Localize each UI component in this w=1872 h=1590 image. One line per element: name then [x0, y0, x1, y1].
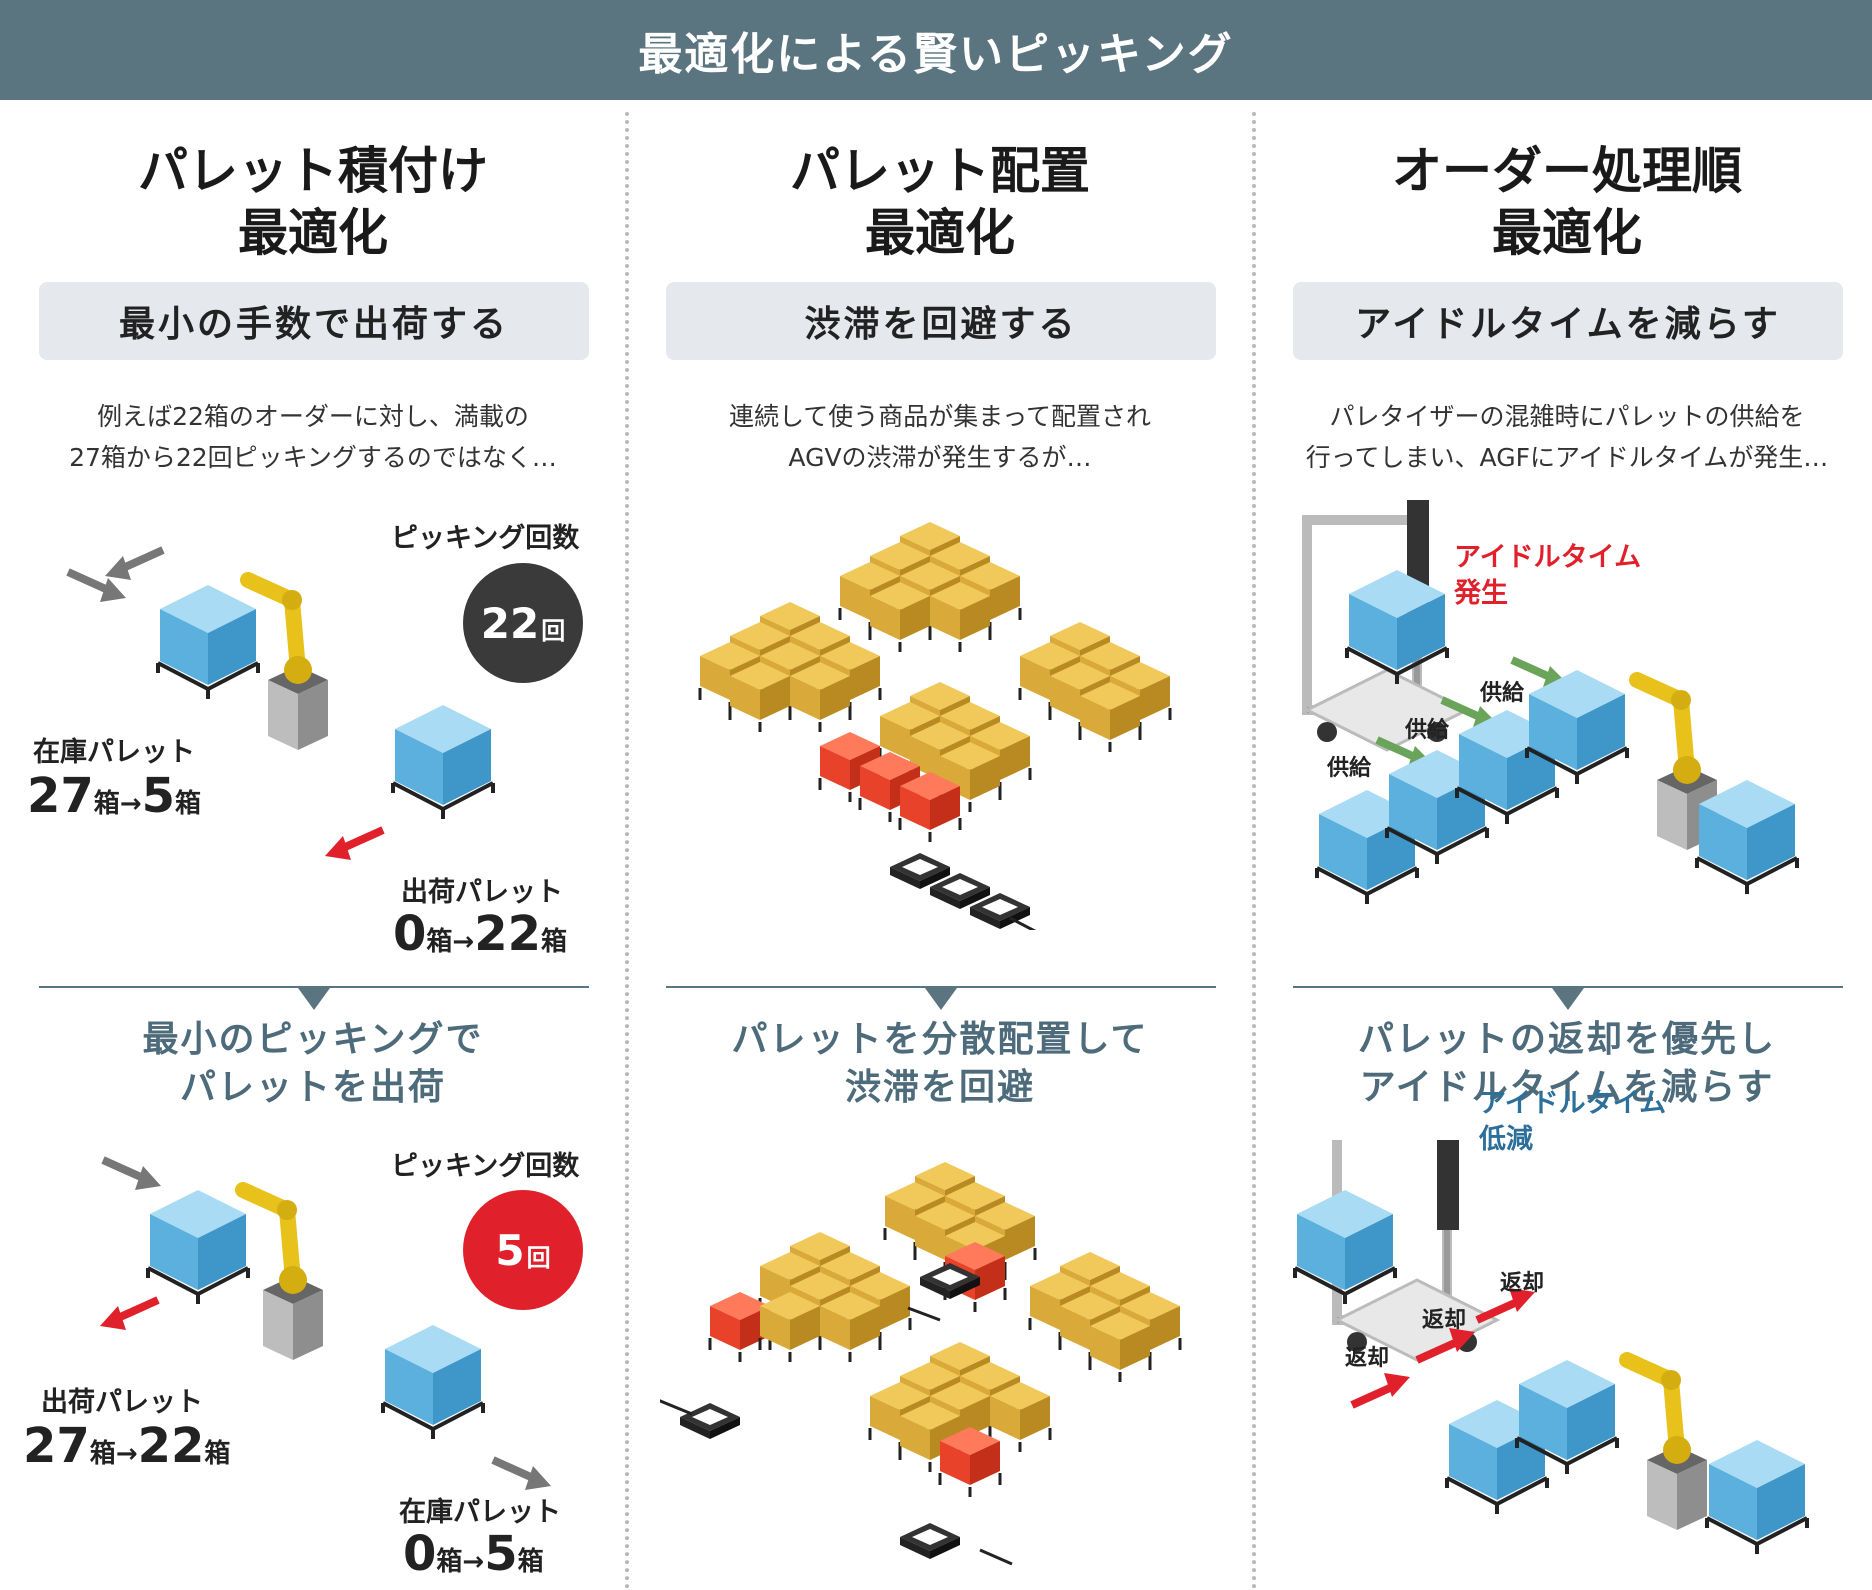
page-title: 最適化による賢いピッキング [638, 29, 1234, 80]
return-label: 返却 [1422, 1308, 1467, 1333]
return-label: 返却 [1500, 1271, 1545, 1296]
result-line2: パレットを出荷 [179, 1067, 446, 1108]
section-separator [1293, 986, 1843, 988]
goal-box: 最小の手数で出荷する [39, 282, 589, 360]
stock-to: 5 [141, 768, 176, 824]
section-separator [666, 986, 1216, 988]
section-separator [39, 986, 589, 988]
page-header: 最適化による賢いピッキング [0, 0, 1872, 100]
description: 連続して使う商品が集まって配置され AGVの渋滞が発生するが… [660, 396, 1220, 478]
down-triangle-icon [925, 988, 957, 1010]
stock-from: 27 [27, 768, 94, 824]
column-title: パレット積付け 最適化 [33, 140, 593, 264]
description-line1: 連続して使う商品が集まって配置され [728, 402, 1151, 431]
ship-from: 0 [393, 906, 427, 962]
stock-to: 5 [484, 1526, 518, 1582]
picking-count-value: 5 [495, 1225, 525, 1275]
stock-pallet-label: 在庫パレット [399, 1497, 561, 1528]
idle-line1: アイドルタイム [1479, 1088, 1667, 1119]
ship-pallet-count: 0箱→22箱 [393, 906, 567, 962]
result-text: パレットの返却を優先し アイドルタイムを減らす [1287, 1016, 1847, 1112]
idle-line2: 発生 [1454, 578, 1508, 609]
column-title-line1: オーダー処理順 [1392, 142, 1742, 200]
description: パレタイザーの混雑時にパレットの供給を 行ってしまい、AGFにアイドルタイムが発… [1287, 396, 1847, 478]
column-divider [1252, 112, 1256, 1590]
column-pallet-placement: パレット配置 最適化 渋滞を回避する 連続して使う商品が集まって配置され AGV… [660, 100, 1220, 1590]
box-unit: 箱 [517, 1547, 544, 1577]
idle-time-reduced-label: アイドルタイム 低減 [1479, 1086, 1666, 1158]
ship-to: 22 [137, 1418, 205, 1474]
picking-count-label: ピッキング回数 [391, 523, 580, 554]
result-line2: 渋滞を回避 [844, 1067, 1035, 1108]
box-unit: 箱 [436, 1547, 463, 1577]
description-line1: パレタイザーの混雑時にパレットの供給を [1329, 402, 1805, 431]
goal-box: アイドルタイムを減らす [1293, 282, 1843, 360]
idle-line2: 低減 [1479, 1124, 1533, 1155]
box-unit: 箱 [175, 789, 202, 819]
picking-count-value: 22 [480, 598, 540, 648]
goal-text: 渋滞を回避する [804, 304, 1078, 345]
picking-count-unit: 回 [526, 1243, 551, 1272]
column-title-line2: 最適化 [238, 204, 388, 262]
column-title-line2: 最適化 [1492, 204, 1642, 262]
goal-text: アイドルタイムを減らす [1355, 304, 1781, 345]
stock-pallet-label: 在庫パレット [33, 737, 195, 768]
description-line2: 27箱から22回ピッキングするのではなく… [69, 443, 557, 472]
supply-label: 供給 [1405, 718, 1450, 743]
box-unit: 箱 [541, 927, 568, 957]
box-unit: 箱 [89, 1439, 116, 1469]
supply-label: 供給 [1480, 681, 1525, 706]
result-text: パレットを分散配置して 渋滞を回避 [660, 1016, 1220, 1112]
box-unit: 箱 [426, 927, 453, 957]
down-triangle-icon [1552, 988, 1584, 1010]
column-title: パレット配置 最適化 [660, 140, 1220, 264]
result-line1: パレットの返却を優先し [1357, 1019, 1776, 1060]
ship-to: 22 [474, 906, 542, 962]
stock-pallet-count: 27箱→5箱 [27, 768, 201, 824]
idle-time-occurs-label: アイドルタイム 発生 [1454, 540, 1641, 612]
stock-from: 0 [403, 1526, 437, 1582]
box-unit: 箱 [93, 789, 120, 819]
result-line1: 最小のピッキングで [142, 1019, 484, 1060]
description-line2: AGVの渋滞が発生するが… [788, 443, 1092, 472]
ship-pallet-label: 出荷パレット [401, 877, 563, 908]
box-unit: 箱 [204, 1439, 231, 1469]
supply-label: 供給 [1327, 756, 1372, 781]
column-title-line1: パレット配置 [790, 142, 1090, 200]
arrow-symbol: → [115, 1439, 138, 1469]
placement-after-illustration [660, 1160, 1182, 1566]
ship-pallet-label: 出荷パレット [41, 1387, 203, 1418]
goal-text: 最小の手数で出荷する [118, 304, 509, 345]
column-palletizing: パレット積付け 最適化 最小の手数で出荷する 例えば22箱のオーダーに対し、満載… [23, 100, 593, 1590]
column-title-line2: 最適化 [865, 204, 1015, 262]
column-title-line1: パレット積付け [138, 142, 488, 200]
result-line1: パレットを分散配置して [731, 1019, 1149, 1060]
arrow-symbol: → [119, 789, 142, 819]
result-text: 最小のピッキングで パレットを出荷 [33, 1016, 593, 1112]
column-order-sequence: オーダー処理順 最適化 アイドルタイムを減らす パレタイザーの混雑時にパレットの… [1287, 100, 1847, 1590]
idle-line1: アイドルタイム [1454, 542, 1642, 573]
description: 例えば22箱のオーダーに対し、満載の 27箱から22回ピッキングするのではなく… [33, 396, 593, 478]
placement-before-illustration [698, 520, 1172, 930]
return-label: 返却 [1345, 1346, 1390, 1371]
column-title: オーダー処理順 最適化 [1287, 140, 1847, 264]
stock-pallet-count: 0箱→5箱 [403, 1526, 544, 1582]
arrow-symbol: → [462, 1547, 485, 1577]
description-line1: 例えば22箱のオーダーに対し、満載の [97, 402, 529, 431]
down-triangle-icon [298, 988, 330, 1010]
goal-box: 渋滞を回避する [666, 282, 1216, 360]
result-line2: アイドルタイムを減らす [1359, 1067, 1775, 1108]
ship-from: 27 [23, 1418, 90, 1474]
description-line2: 行ってしまい、AGFにアイドルタイムが発生… [1305, 443, 1829, 472]
arrow-symbol: → [452, 927, 475, 957]
picking-count-label: ピッキング回数 [391, 1151, 580, 1182]
picking-count-unit: 回 [541, 616, 566, 645]
column-divider [625, 112, 629, 1590]
ship-pallet-count: 27箱→22箱 [23, 1418, 230, 1474]
